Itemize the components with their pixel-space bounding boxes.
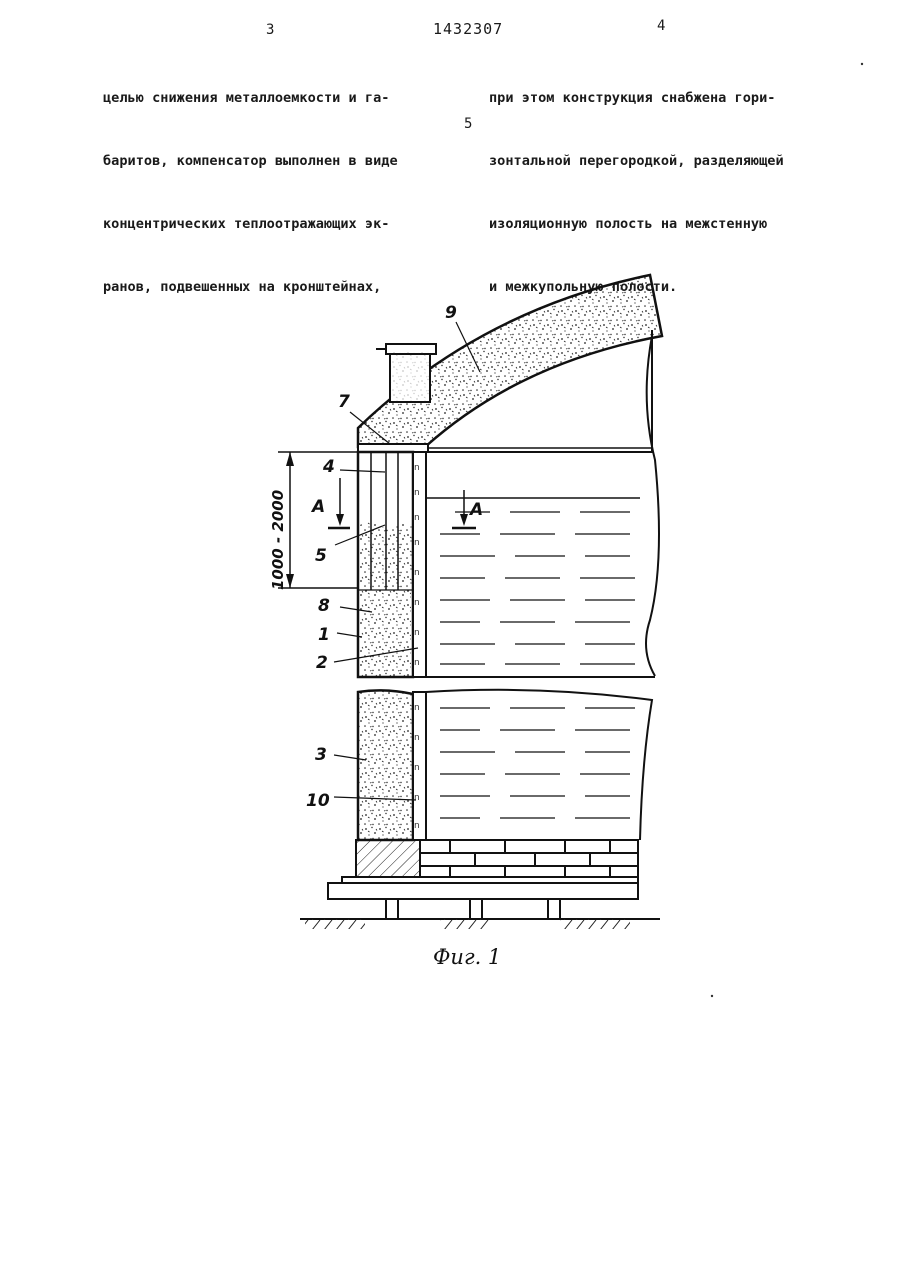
left-text-line: концентрических теплоотражающих эк- bbox=[103, 216, 390, 232]
right-text-line: изоляционную полость на межстенную bbox=[489, 216, 768, 232]
left-text-line: ранов, подвешенных на кронштейнах, bbox=[103, 279, 382, 295]
section-mark-right bbox=[452, 490, 476, 530]
scan-dot bbox=[860, 62, 864, 66]
dimension-label: 1000 - 2000 bbox=[269, 490, 287, 590]
part-label-7: 7 bbox=[338, 392, 350, 412]
right-text-line: при этом конструкция снабжена гори- bbox=[489, 90, 776, 106]
left-page-number: 3 bbox=[266, 22, 275, 38]
svg-text:n: n bbox=[414, 463, 420, 473]
part-label-2: 2 bbox=[316, 653, 328, 673]
part-label-1: 1 bbox=[318, 625, 330, 645]
patent-number: 1432307 bbox=[433, 20, 504, 38]
svg-text:n: n bbox=[414, 598, 420, 608]
svg-text:n: n bbox=[414, 763, 420, 773]
part-label-3: 3 bbox=[315, 745, 327, 765]
margin-line-number: 5 bbox=[464, 116, 473, 132]
base-plate bbox=[327, 876, 639, 920]
right-page-number: 4 bbox=[657, 18, 666, 34]
part-label-10: 10 bbox=[306, 791, 330, 811]
part-label-5: 5 bbox=[315, 546, 327, 566]
leader-lines bbox=[333, 321, 481, 801]
left-text-column: целью снижения металлоемкости и га- бари… bbox=[103, 46, 398, 319]
scan-dot bbox=[710, 994, 714, 998]
svg-text:n: n bbox=[414, 658, 420, 668]
figure-caption: Фиг. 1 bbox=[433, 945, 501, 969]
left-text-line: баритов, компенсатор выполнен в виде bbox=[103, 153, 398, 169]
upper-liquid bbox=[426, 330, 660, 678]
svg-text:n: n bbox=[414, 628, 420, 638]
svg-text:n: n bbox=[414, 513, 420, 523]
lower-liquid bbox=[425, 688, 654, 841]
section-label-a-left: А bbox=[310, 497, 325, 517]
part-label-4: 4 bbox=[322, 457, 335, 477]
part-label-8: 8 bbox=[318, 596, 330, 616]
lower-wall-section: n n n n n bbox=[355, 689, 427, 879]
upper-wall-section: n n n n n n n n bbox=[356, 450, 427, 679]
part-label-9: 9 bbox=[445, 303, 457, 323]
svg-text:n: n bbox=[414, 793, 420, 803]
svg-text:n: n bbox=[414, 703, 420, 713]
svg-text:n: n bbox=[414, 488, 420, 498]
svg-text:n: n bbox=[414, 568, 420, 578]
svg-text:n: n bbox=[414, 821, 420, 831]
left-text-line: целью снижения металлоемкости и га- bbox=[103, 90, 390, 106]
ground-line bbox=[300, 918, 660, 929]
brick-foundation bbox=[419, 839, 639, 879]
right-text-line: зонтальной перегородкой, разделяющей bbox=[489, 153, 784, 169]
svg-text:n: n bbox=[414, 733, 420, 743]
section-label-a-right: А bbox=[468, 500, 483, 520]
vent-pipe bbox=[376, 343, 437, 403]
dimension-line bbox=[278, 451, 358, 589]
svg-text:n: n bbox=[414, 538, 420, 548]
section-mark-left bbox=[328, 478, 350, 530]
dome-insulation bbox=[356, 273, 664, 449]
